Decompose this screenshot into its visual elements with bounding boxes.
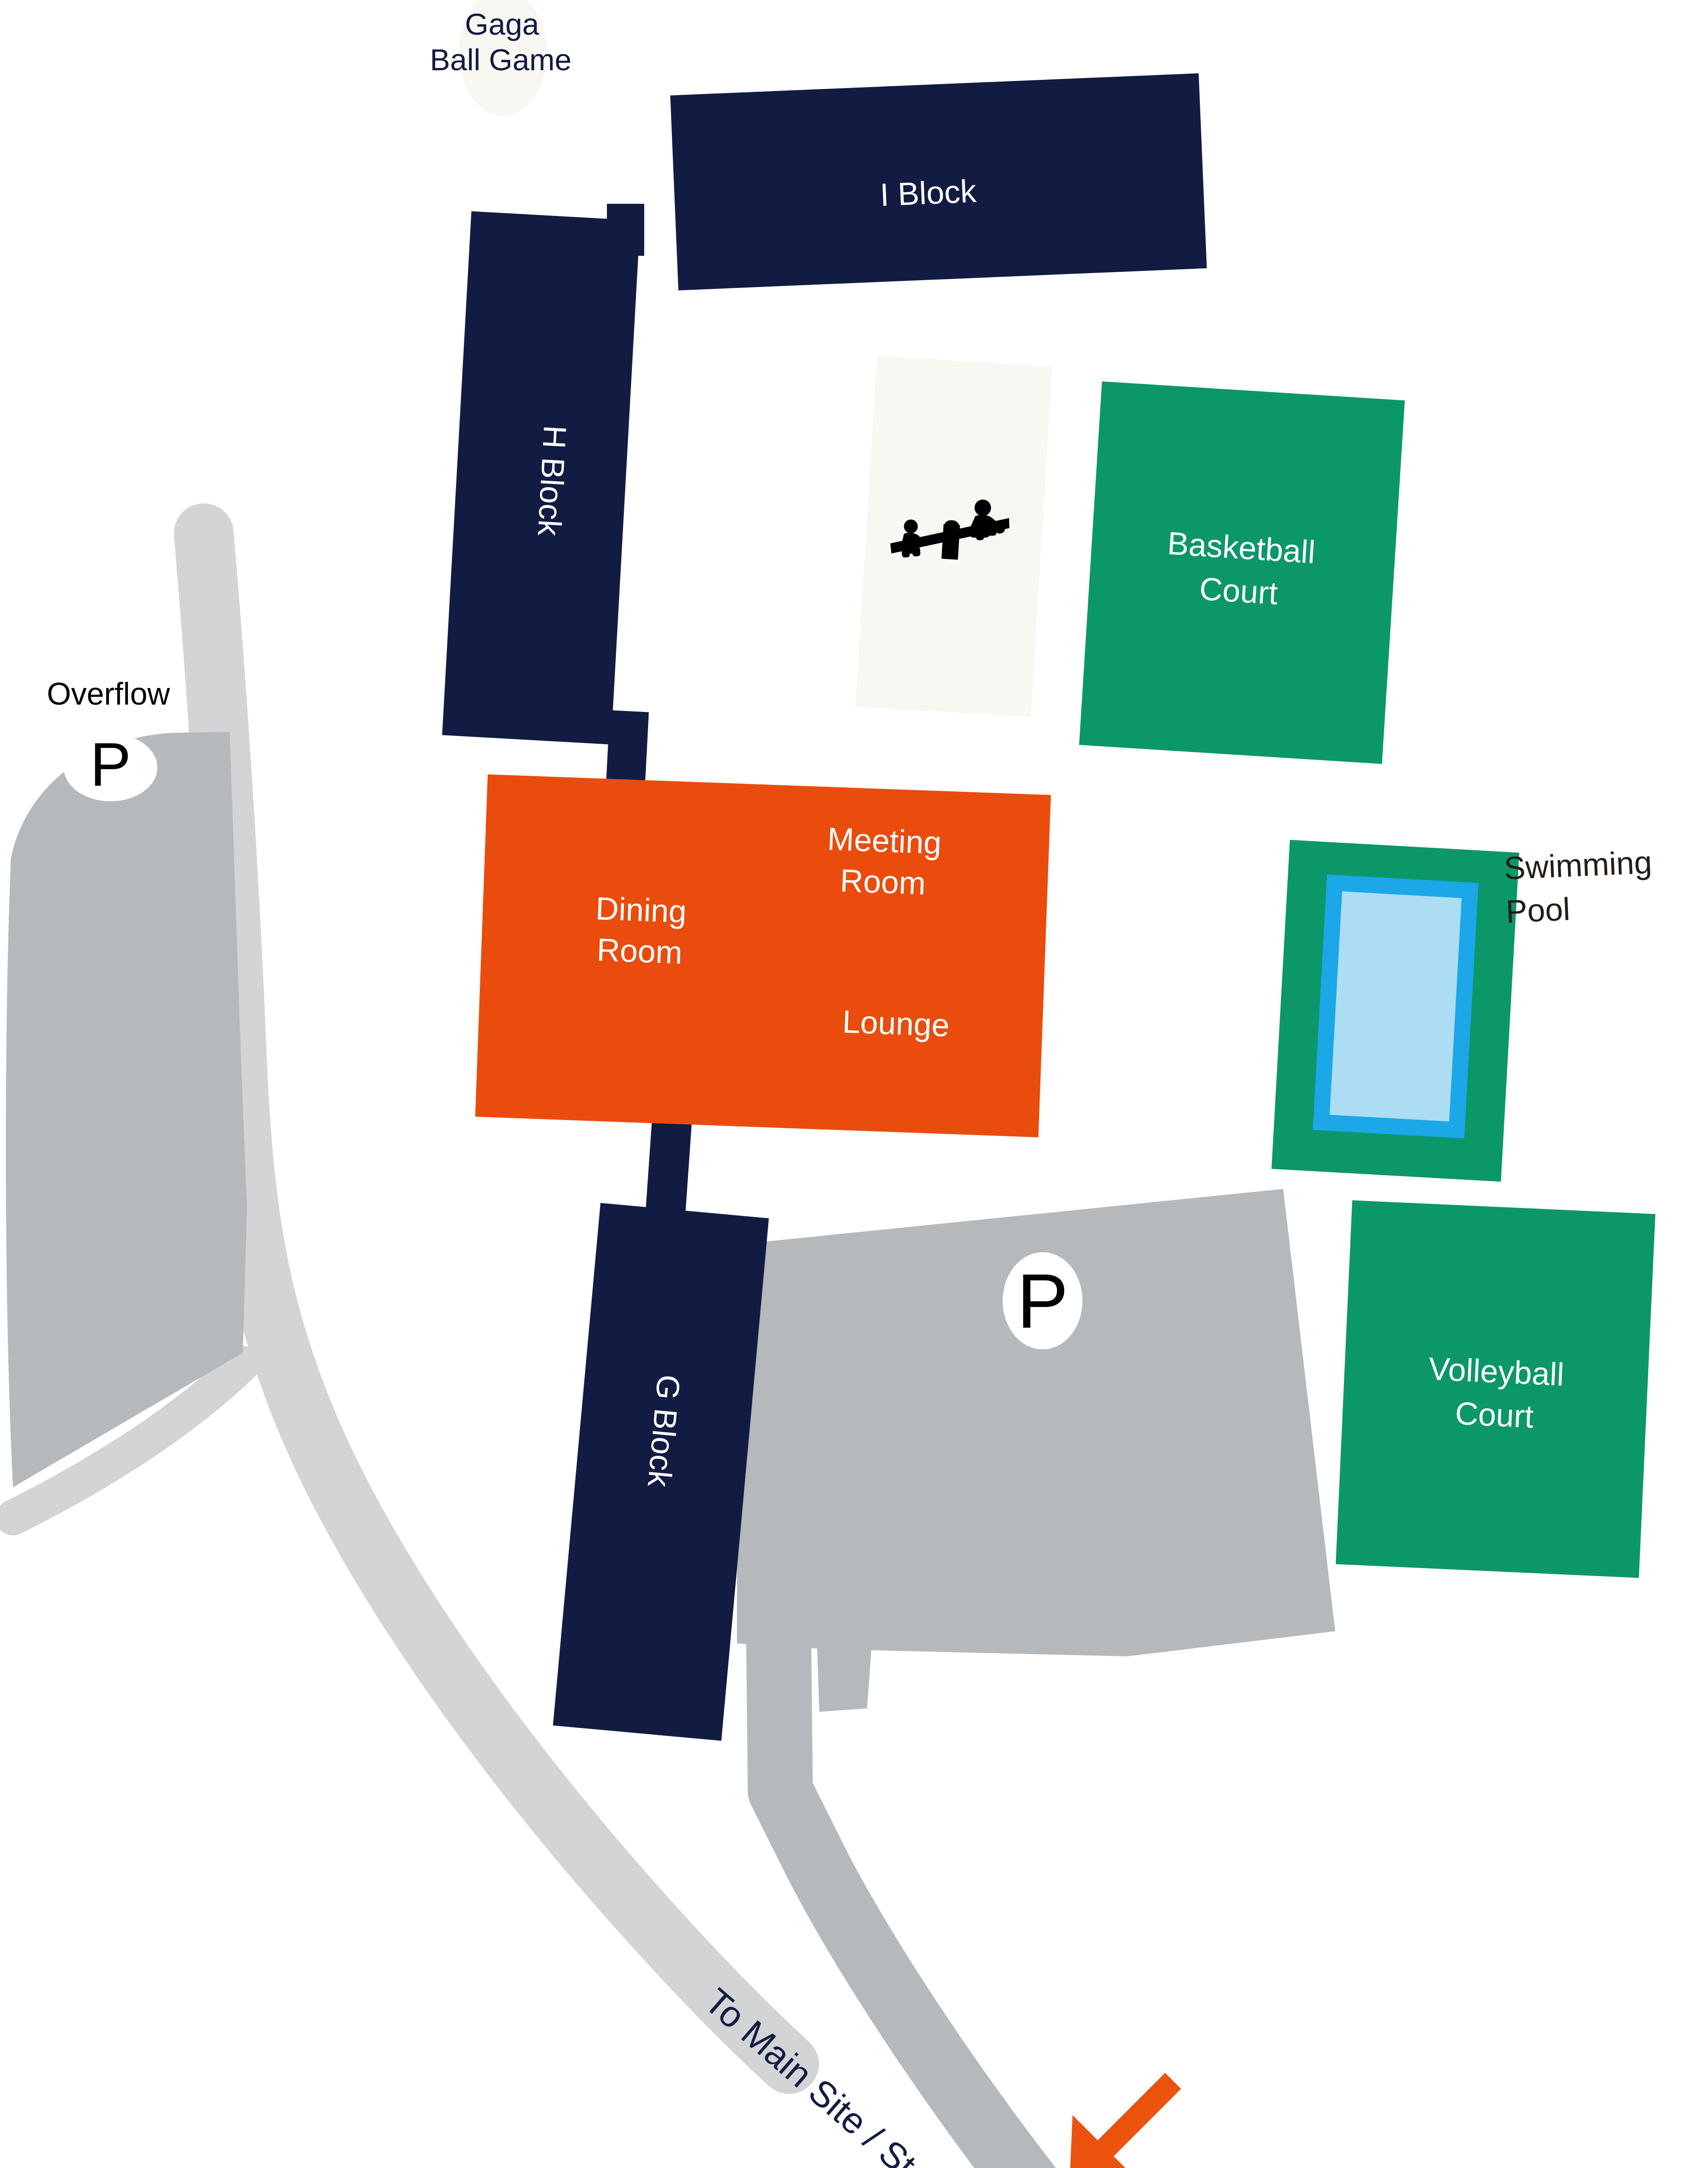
overflow-parking-area[interactable]: Overflow P bbox=[6, 677, 247, 1487]
h-block-label: H Block bbox=[531, 424, 573, 537]
volleyball-court-label-line2: Court bbox=[1454, 1395, 1535, 1435]
connector-dining-to-g bbox=[645, 1091, 694, 1224]
overflow-parking-shape[interactable] bbox=[6, 732, 247, 1487]
overflow-parking-symbol: P bbox=[90, 730, 131, 799]
gaga-ball-label-line1: Gaga bbox=[465, 7, 539, 41]
g-block-shape[interactable] bbox=[553, 1203, 769, 1741]
swimming-pool-label-line2: Pool bbox=[1505, 891, 1571, 930]
i-block-building[interactable]: I Block bbox=[670, 73, 1207, 291]
map-key: KEY P Parking bbox=[46, 2162, 150, 2168]
swimming-pool-water bbox=[1330, 891, 1462, 1122]
main-parking-shape[interactable] bbox=[737, 1189, 1335, 1712]
swimming-pool-label-group: Swimming Pool bbox=[1503, 844, 1653, 930]
overflow-parking-label: Overflow bbox=[47, 677, 170, 712]
basketball-court[interactable]: Basketball Court bbox=[1079, 381, 1405, 764]
swimming-pool-label-line1: Swimming bbox=[1503, 844, 1653, 886]
lower-road-path bbox=[746, 1554, 1056, 2168]
gaga-ball-game-area[interactable]: Gaga Ball Game bbox=[430, 0, 572, 116]
meeting-room-label-line1: Meeting bbox=[827, 821, 942, 861]
basketball-court-label-line2: Court bbox=[1198, 571, 1279, 611]
dining-room-label-line2: Room bbox=[596, 931, 683, 970]
main-parking-symbol: P bbox=[1017, 1258, 1069, 1344]
overflow-access-road bbox=[0, 1346, 261, 1535]
playground-area[interactable] bbox=[855, 356, 1053, 717]
overflow-parking-badge[interactable] bbox=[64, 734, 157, 801]
swimming-pool-area[interactable] bbox=[1271, 839, 1519, 1182]
volleyball-court-label-line1: Volleyball bbox=[1428, 1351, 1565, 1393]
arrow-down-right-icon bbox=[1069, 2073, 1181, 2168]
gaga-ball-label-line2: Ball Game bbox=[430, 43, 572, 77]
volleyball-court-shape[interactable] bbox=[1336, 1200, 1656, 1578]
g-block-building[interactable]: G Block bbox=[553, 1203, 769, 1741]
dining-room-label-line1: Dining bbox=[595, 890, 688, 930]
key-title: KEY bbox=[46, 2162, 150, 2168]
dining-block-shape[interactable] bbox=[475, 774, 1051, 1138]
meeting-room-label-line2: Room bbox=[839, 862, 926, 901]
i-block-label: I Block bbox=[879, 173, 977, 213]
gaga-ball-circle[interactable] bbox=[459, 0, 547, 116]
i-block-shape[interactable] bbox=[670, 73, 1207, 291]
h-block-shape[interactable] bbox=[442, 211, 640, 745]
seesaw-playground-icon bbox=[890, 500, 1010, 560]
basketball-court-shape[interactable] bbox=[1079, 381, 1405, 764]
lounge-label: Lounge bbox=[842, 1003, 950, 1043]
main-parking-area[interactable]: P bbox=[737, 1189, 1335, 1712]
h-block-building[interactable]: H Block bbox=[442, 211, 640, 745]
dining-block-building[interactable]: Meeting Room Dining Room Lounge bbox=[475, 774, 1051, 1138]
volleyball-court[interactable]: Volleyball Court bbox=[1336, 1200, 1656, 1578]
main-parking-badge[interactable] bbox=[1003, 1252, 1082, 1349]
